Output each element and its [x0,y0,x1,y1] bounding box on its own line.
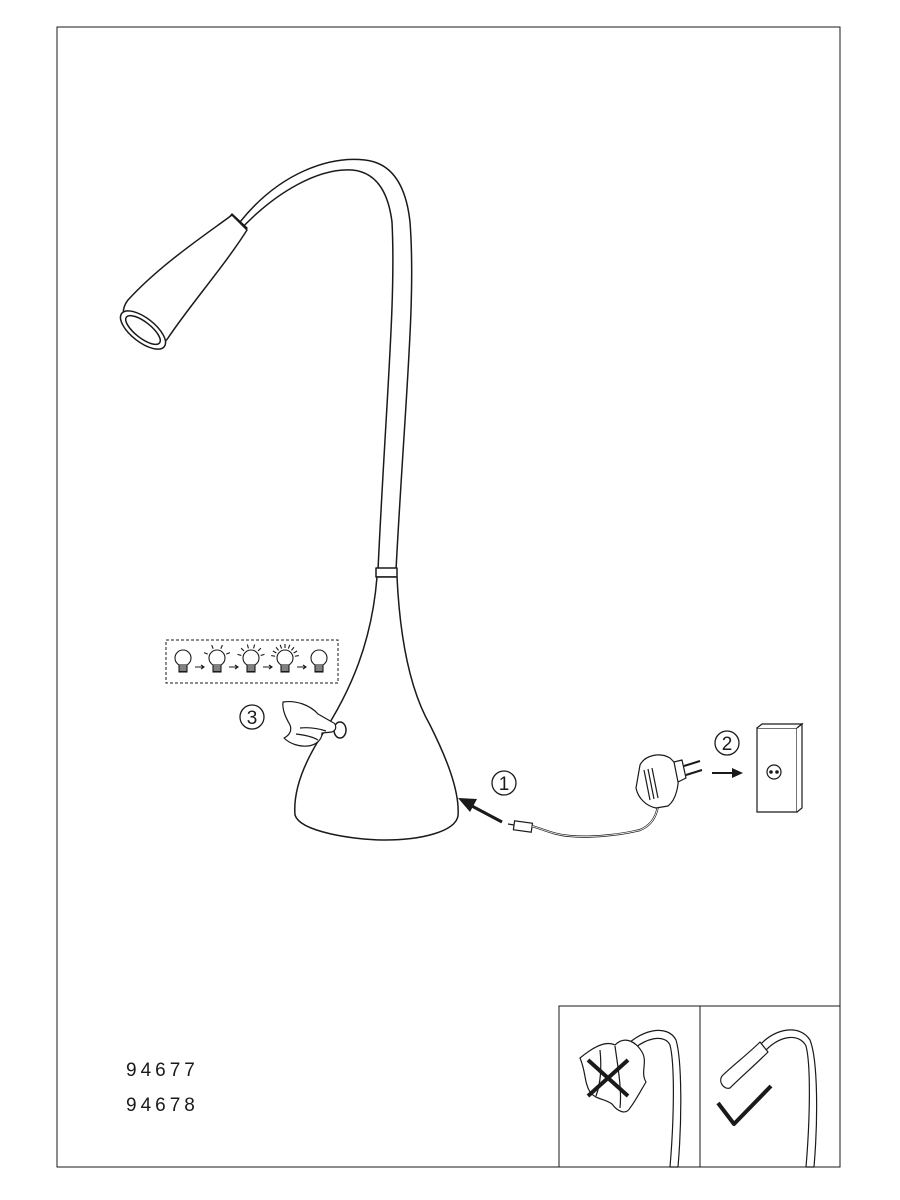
panel-dont-cover [579,1029,682,1168]
step-3-marker: 3 [239,704,265,730]
lamp-head-lens [119,310,167,350]
step-2-arrow [712,768,743,778]
bulb-icon [237,644,265,673]
desk-lamp [119,158,459,841]
lamp-head-small [720,1041,769,1089]
bulb-icon [271,644,299,673]
step-1-arrow [458,798,503,824]
sequence-arrow [297,664,307,670]
wall-socket-icon [756,722,804,813]
sequence-arrow [229,664,239,670]
bulb-icon [310,649,328,673]
lamp-base [294,576,459,841]
lamp-gooseneck [237,158,413,571]
model-number-1: 94677 [126,1060,199,1081]
sequence-arrow [263,664,273,670]
step-1-marker: 1 [491,770,517,796]
dc-cable [507,805,660,838]
step-2-marker: 2 [714,730,740,756]
svg-text:2: 2 [722,734,733,755]
page-frame [56,26,841,1168]
power-adapter-icon [635,754,703,809]
brightness-sequence [165,639,339,684]
hand-touch-icon [282,700,337,747]
dc-jack [512,820,534,833]
model-number-2: 94678 [126,1095,199,1116]
svg-text:3: 3 [247,708,258,729]
usage-panels [558,1005,841,1168]
touch-button [333,721,347,739]
bulb-icon [203,644,231,673]
lamp-head-lens-inner [124,314,162,346]
panel-ok [716,1029,818,1168]
sequence-arrow [195,664,205,670]
svg-text:1: 1 [499,774,510,795]
check-icon [716,1084,773,1126]
bulb-icon [174,649,192,673]
lamp-collar [375,567,398,578]
